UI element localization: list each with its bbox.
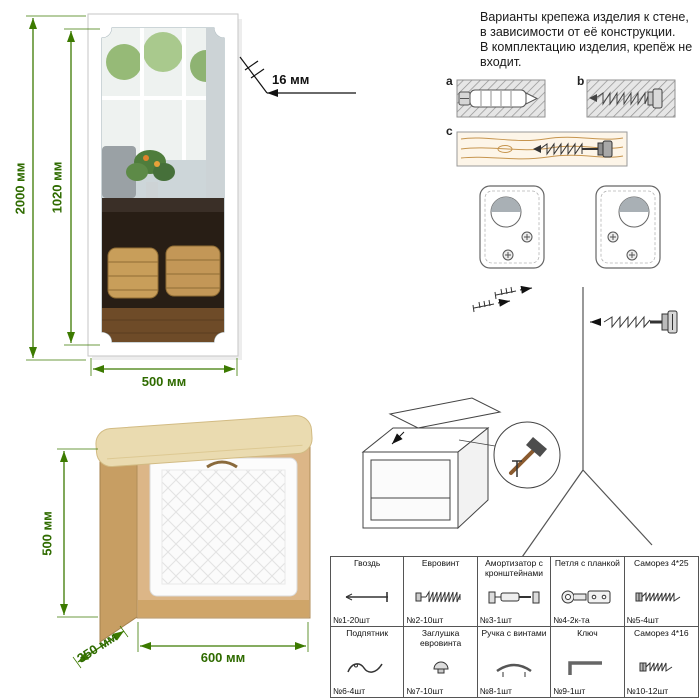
hex-key-icon [558, 648, 616, 686]
nail-icon [338, 578, 396, 615]
flying-screws-icon [472, 285, 533, 313]
mounting-plate-right [595, 185, 661, 269]
table-cell-nail: Гвоздь №1-20шт [331, 557, 405, 627]
shoe-cabinet [95, 415, 313, 643]
table-cell-handle: Ручка с винтами №8-1шт [478, 627, 552, 697]
dim-panel-thickness: 16 мм [272, 72, 310, 87]
table-cell-screw-16: Саморез 4*16 №10-12шт [626, 628, 690, 696]
table-cell-screw-25: Саморез 4*25 №5-4шт [624, 557, 698, 627]
mirror-reflection [102, 28, 224, 342]
assembly-diagram [361, 285, 678, 561]
dim-mirror-height: 1020 мм [49, 161, 65, 214]
hammer-detail [458, 421, 561, 489]
dim-cabinet-height: 500 мм [39, 511, 55, 556]
dim-total-height: 2000 мм [12, 162, 28, 215]
fastening-note: Варианты крепежа изделия к стене, в зави… [480, 10, 693, 69]
foot-pad-icon [338, 648, 396, 686]
table-cell-hex-key: Ключ №9-1шт [551, 627, 625, 697]
dim-mirror-width: 500 мм [141, 374, 187, 389]
damper-icon [485, 578, 543, 615]
fastening-label-c: c [446, 124, 453, 138]
wall-fastening-diagram-b [586, 79, 676, 118]
screw-icon [632, 648, 690, 686]
wall-fastening-diagram-a [456, 79, 546, 118]
wall-fastening-diagram-c [456, 131, 628, 167]
table-cell-hinge: Петля с планкой №4-2к-та [551, 557, 625, 627]
euro-screw-icon [412, 578, 470, 615]
fastening-label-b: b [577, 74, 585, 88]
lid-panel [388, 397, 502, 445]
table-cell-damper: Амортизатор с кронштейнами №3-1шт [477, 557, 552, 627]
table-cell-cap: Заглушка евровинта №7-10шт [404, 627, 478, 697]
cap-icon [412, 648, 470, 686]
mirror-unit [87, 13, 242, 360]
thickness-callout [239, 56, 356, 97]
carcass-wireframe [361, 426, 490, 530]
mounting-plate-left [479, 185, 545, 269]
wall-corner-lines [519, 287, 653, 561]
wall-screw-icon [590, 310, 678, 334]
handle-icon [485, 648, 543, 686]
table-cell-euro-screw: Евровинт №2-10шт [404, 557, 478, 627]
table-cell-foot-pad: Подпятник №6-4шт [331, 627, 405, 697]
parts-table: Гвоздь №1-20шт Евровинт №2-10шт Амортиза… [330, 556, 699, 698]
screw-icon [632, 578, 690, 615]
hinge-icon [558, 578, 616, 615]
fastening-label-a: a [446, 74, 453, 88]
cabinet-handle-icon [206, 460, 238, 469]
dim-cabinet-width: 600 мм [200, 650, 246, 665]
dimension-lines [26, 15, 309, 669]
